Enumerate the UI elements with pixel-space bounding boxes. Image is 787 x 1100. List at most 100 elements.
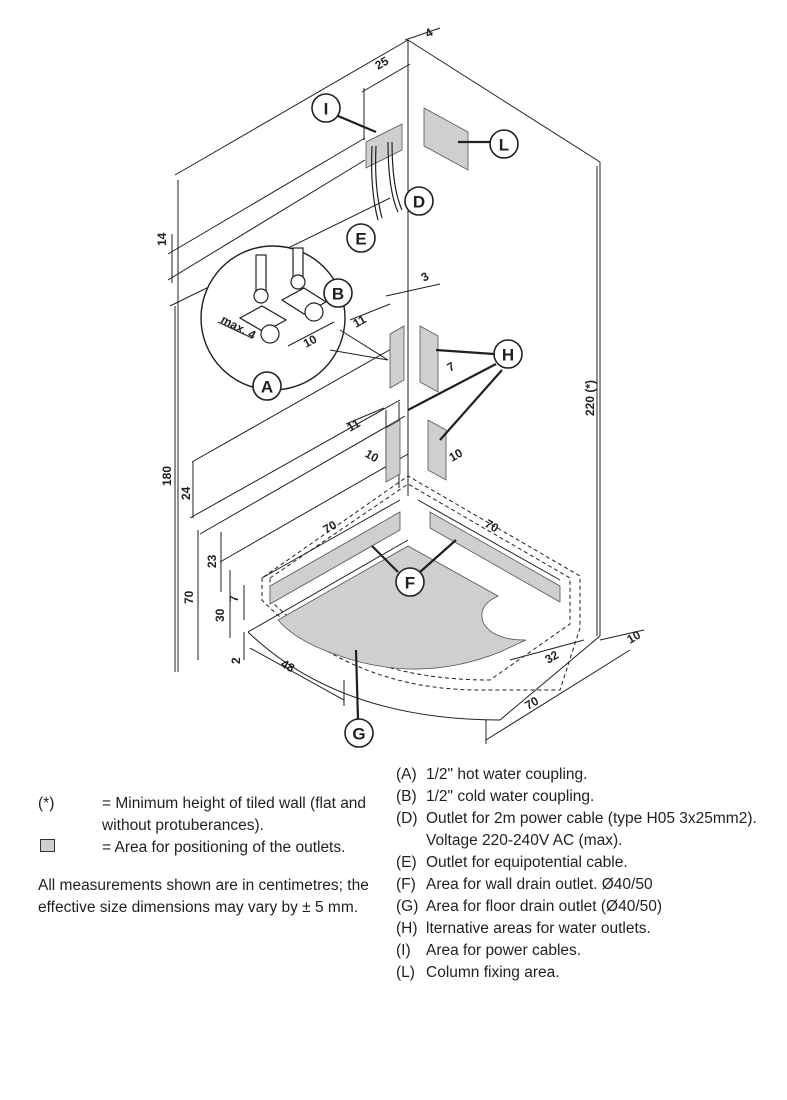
legend-area-row: = Area for positioning of the outlets. xyxy=(38,837,378,859)
legend-text: lternative areas for water outlets. xyxy=(426,920,651,937)
legend-item: (D) Outlet for 2m power cable (type H05 3… xyxy=(396,808,776,830)
legend-text: 1/2" hot water coupling. xyxy=(426,766,588,783)
dim-14: 14 xyxy=(155,232,169,246)
area-swatch xyxy=(38,837,102,859)
extension-line xyxy=(167,137,366,255)
legend-item: (L)Column fixing area. xyxy=(396,962,776,984)
leader-H-3 xyxy=(439,369,503,441)
detail-pointer xyxy=(339,329,389,361)
legend-item: (B) 1/2" cold water coupling. xyxy=(396,786,776,808)
hot-valve-body xyxy=(238,305,288,333)
cable-E-inner xyxy=(375,145,383,219)
valve-knob xyxy=(304,302,324,322)
dim-70v: 70 xyxy=(182,590,196,604)
dim-7: 7 xyxy=(445,359,458,375)
dim-23: 23 xyxy=(205,554,219,568)
dimension-line-70b xyxy=(417,499,561,581)
hot-coupling-nut xyxy=(253,288,269,304)
extension-line xyxy=(219,453,409,563)
cold-coupling-nut xyxy=(290,274,306,290)
leader-F-1 xyxy=(371,545,399,573)
callout-H: H xyxy=(502,346,514,365)
area-H-right-upper xyxy=(419,325,439,393)
cold-water-pipe xyxy=(292,247,304,279)
dim-32: 32 xyxy=(543,648,562,667)
legend-key: (A) xyxy=(396,766,417,783)
legend-text: Area for wall drain outlet. Ø40/50 xyxy=(426,876,653,893)
legend-text: 1/2" cold water coupling. xyxy=(426,788,595,805)
callout-B: B xyxy=(332,285,344,304)
dim-30: 30 xyxy=(213,608,227,622)
area-F-wall-drain-left xyxy=(269,511,401,605)
hot-water-pipe xyxy=(255,254,267,294)
wall-left-top-edge xyxy=(174,39,409,176)
callout-L-circle xyxy=(489,129,519,159)
legend-item: (A) 1/2" hot water coupling. xyxy=(396,764,776,786)
dim-220: 220 (*) xyxy=(583,380,597,416)
legend-right: (A) 1/2" hot water coupling. (B) 1/2" cold… xyxy=(396,764,776,984)
dimension-line-10d xyxy=(599,629,645,641)
callout-D: D xyxy=(413,193,425,212)
legend-text: Outlet for 2m power cable (type H05 3x25… xyxy=(426,810,757,827)
legend-key xyxy=(396,830,426,852)
legend-text: Column fixing area. xyxy=(426,964,560,981)
legend-key: (G) xyxy=(396,898,419,915)
cable-D xyxy=(387,141,399,213)
dim-2: 2 xyxy=(229,657,243,664)
leader-G xyxy=(354,649,360,721)
dimension-line-25 xyxy=(361,63,411,93)
extension-line xyxy=(191,343,401,463)
dim-10b: 10 xyxy=(363,446,382,465)
asterisk-text: = Minimum height of tiled wall (flat and… xyxy=(102,795,367,834)
leader-H-2 xyxy=(407,363,497,411)
dim-180: 180 xyxy=(160,466,174,486)
valve-knob xyxy=(260,324,280,344)
leader-F-2 xyxy=(419,539,457,573)
cable-D-inner xyxy=(391,141,403,211)
dimension-line-11a xyxy=(349,303,391,321)
measurement-note: All measurements shown are in centimetre… xyxy=(38,877,369,916)
legend-key: (D) xyxy=(396,810,418,827)
extension-line xyxy=(167,159,366,281)
legend-item: (E) Outlet for equipotential cable. xyxy=(396,852,776,874)
dimension-line-10a xyxy=(287,321,335,347)
area-F-wall-drain-right xyxy=(429,511,561,603)
callout-L: L xyxy=(499,136,509,155)
legend-left: (*) = Minimum height of tiled wall (flat… xyxy=(38,793,378,919)
legend-text: Area for power cables. xyxy=(426,942,582,959)
legend-item: (F) Area for wall drain outlet. Ø40/50 xyxy=(396,874,776,896)
dim-11a: 11 xyxy=(351,312,369,331)
shower-installation-diagram: I L D E B A H F G 25 4 14 3 11 7 11 10 m… xyxy=(155,25,645,748)
legend-key: (I) xyxy=(396,942,411,959)
legend-item: (I) Area for power cables. xyxy=(396,940,776,962)
extension-line xyxy=(199,415,406,535)
legend-text: Voltage 220-240V AC (max). xyxy=(426,832,623,849)
cable-E xyxy=(371,145,379,221)
dim-10d: 10 xyxy=(625,628,644,647)
callout-D-circle xyxy=(404,186,434,216)
area-swatch-icon xyxy=(40,839,55,852)
area-H-left-lower xyxy=(385,419,401,483)
callout-I-circle xyxy=(311,93,341,123)
dim-3: 3 xyxy=(419,269,432,285)
leader-I xyxy=(337,114,377,134)
extension-line xyxy=(189,399,401,519)
dim-11b: 11 xyxy=(345,416,363,435)
detail-pointer xyxy=(329,349,389,361)
dimension-line-32 xyxy=(509,639,585,661)
dimension-line-max4 xyxy=(217,321,253,339)
legend-key: (B) xyxy=(396,788,417,805)
callout-A-circle xyxy=(252,371,282,401)
legend-text: Outlet for equipotential cable. xyxy=(426,854,628,871)
tray-base xyxy=(247,631,601,721)
callout-I: I xyxy=(324,100,329,119)
wall-right-top-edge xyxy=(407,39,601,163)
dim-10a: 10 xyxy=(301,332,320,351)
asterisk-symbol: (*) xyxy=(38,795,55,812)
callout-G: G xyxy=(352,725,365,744)
legend-key: (F) xyxy=(396,876,416,893)
callout-B-circle xyxy=(323,278,353,308)
area-G-floor-drain xyxy=(277,545,527,670)
callout-A: A xyxy=(261,378,273,397)
legend-key: (E) xyxy=(396,854,417,871)
